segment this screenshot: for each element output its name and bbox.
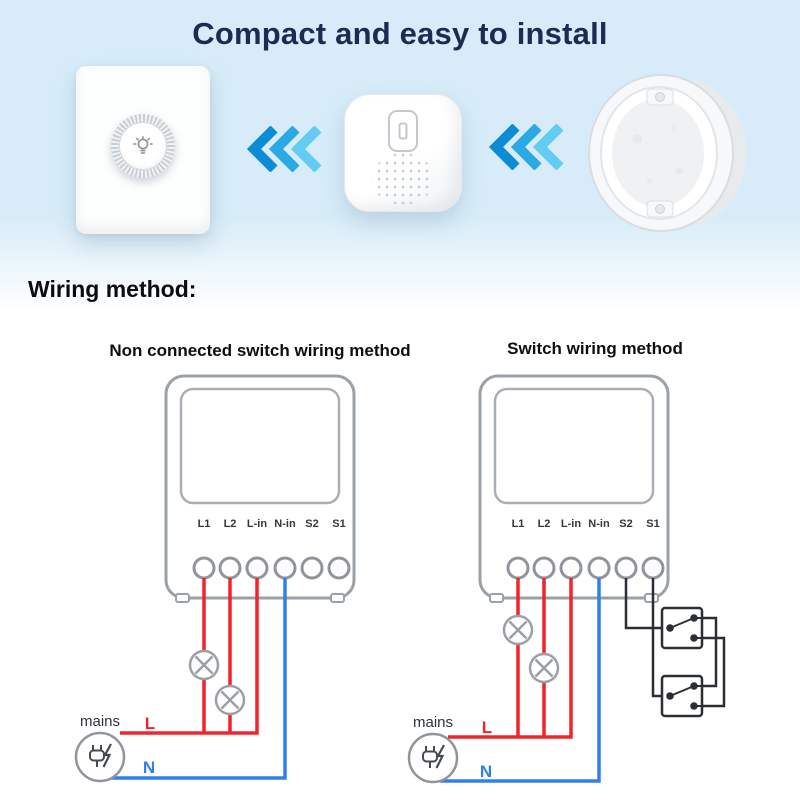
mains-plug-symbol xyxy=(407,732,459,784)
live-wires xyxy=(448,578,573,739)
neutral-wire xyxy=(110,578,287,780)
module-speaker-dots xyxy=(372,153,434,205)
module-button-slot xyxy=(398,122,408,140)
neutral-wire xyxy=(440,578,601,783)
junction-box-image xyxy=(588,74,746,232)
mains-label: mains xyxy=(80,713,120,730)
chevrons-left-icon xyxy=(488,124,564,170)
switch-box xyxy=(660,606,704,650)
terminal-label: L2 xyxy=(538,518,551,530)
device-body xyxy=(164,374,356,603)
terminal-label: L1 xyxy=(512,518,525,530)
terminal-label: L-in xyxy=(561,518,581,530)
switch-box xyxy=(660,674,704,718)
dimmer-knob-center xyxy=(119,122,167,170)
mains-plug-symbol xyxy=(74,731,126,783)
dimmer-knob xyxy=(111,114,175,178)
live-label: L xyxy=(482,718,492,737)
lamp-symbol xyxy=(188,649,220,681)
chevrons-left-icon xyxy=(246,126,322,172)
terminal-label: S2 xyxy=(619,518,632,530)
module-button xyxy=(388,110,418,152)
diagram-title-right: Switch wiring method xyxy=(507,339,683,358)
live-label: L xyxy=(145,714,155,733)
wiring-diagrams: L1 L2 L-in N-in S2 S1 mains xyxy=(74,374,726,784)
terminal-label: S1 xyxy=(646,518,659,530)
diagram-title-left: Non connected switch wiring method xyxy=(109,341,411,360)
lamp-symbol xyxy=(528,652,560,684)
switch-wires xyxy=(624,578,726,708)
lamp-symbol xyxy=(214,684,246,716)
diagram-non-connected: L1 L2 L-in N-in S2 S1 mains xyxy=(74,374,356,783)
terminal-label: L1 xyxy=(198,518,211,530)
bulb-icon xyxy=(133,136,153,154)
neutral-label: N xyxy=(480,762,492,781)
terminal-label: L2 xyxy=(224,518,237,530)
terminal-label: S1 xyxy=(332,518,345,530)
neutral-label: N xyxy=(143,758,155,777)
page-title: Compact and easy to install xyxy=(192,16,608,51)
terminal-label: S2 xyxy=(305,518,318,530)
terminal-label: N-in xyxy=(588,518,610,530)
device-body xyxy=(478,374,670,603)
terminal-label: L-in xyxy=(247,518,267,530)
dimmer-switch-product-image xyxy=(76,66,210,234)
diagram-switch-wiring: L1 L2 L-in N-in S2 S1 xyxy=(407,374,726,784)
smart-switch-module-image xyxy=(344,94,462,212)
mains-label: mains xyxy=(413,714,453,731)
wiring-method-heading: Wiring method: xyxy=(28,276,197,302)
live-wires xyxy=(120,578,259,735)
lamp-symbol xyxy=(502,614,534,646)
terminal-label: N-in xyxy=(274,518,296,530)
